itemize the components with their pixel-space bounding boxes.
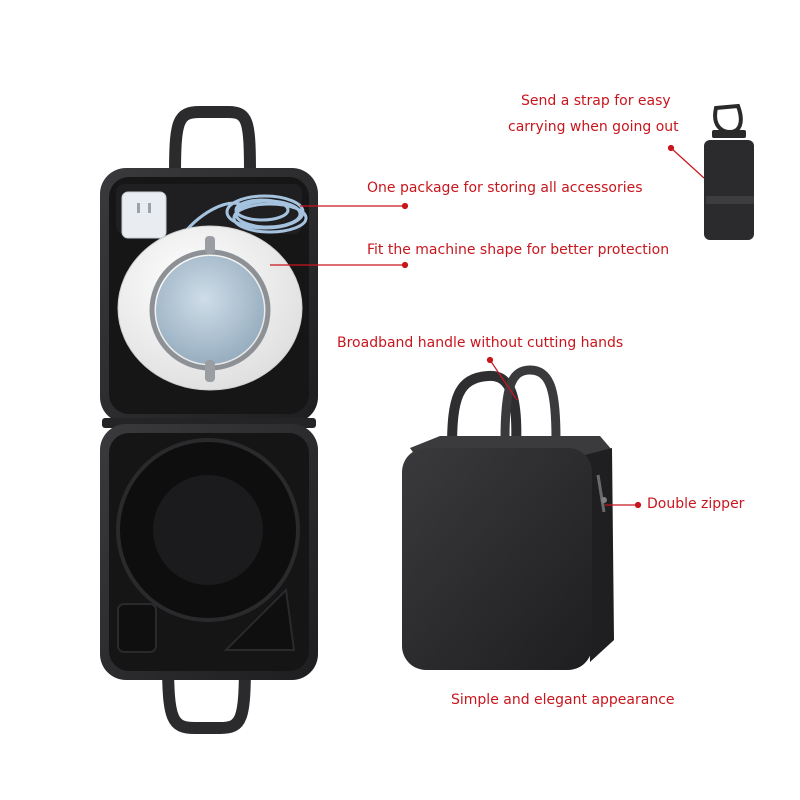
zipper-pulls [596, 474, 606, 513]
label-fit: Fit the machine shape for better protect… [367, 242, 670, 258]
device [117, 225, 303, 391]
leader-strap [670, 147, 705, 179]
leader-handle [489, 359, 518, 401]
closed-case-front [402, 448, 592, 670]
open-case-bottom-handle [162, 654, 251, 734]
strap-hook-top [713, 103, 743, 135]
open-case [100, 106, 318, 734]
label-storage: One package for storing all accessories [367, 180, 643, 196]
leader-lines [270, 144, 705, 509]
shoulder-strap [704, 103, 754, 240]
closed-case-handle-back [500, 365, 561, 445]
label-strap-line1: Send a strap for easy [521, 93, 671, 109]
cable-coil [178, 194, 308, 239]
closed-case-handle-front [447, 370, 522, 453]
label-handle: Broadband handle without cutting hands [337, 335, 624, 351]
open-case-top-handle [169, 106, 256, 181]
label-zipper: Double zipper [647, 496, 745, 512]
power-adapter [121, 191, 167, 239]
strap-band [704, 140, 754, 240]
label-strap-line2: carrying when going out [508, 119, 679, 135]
label-appearance: Simple and elegant appearance [451, 692, 675, 708]
closed-case [402, 365, 614, 670]
